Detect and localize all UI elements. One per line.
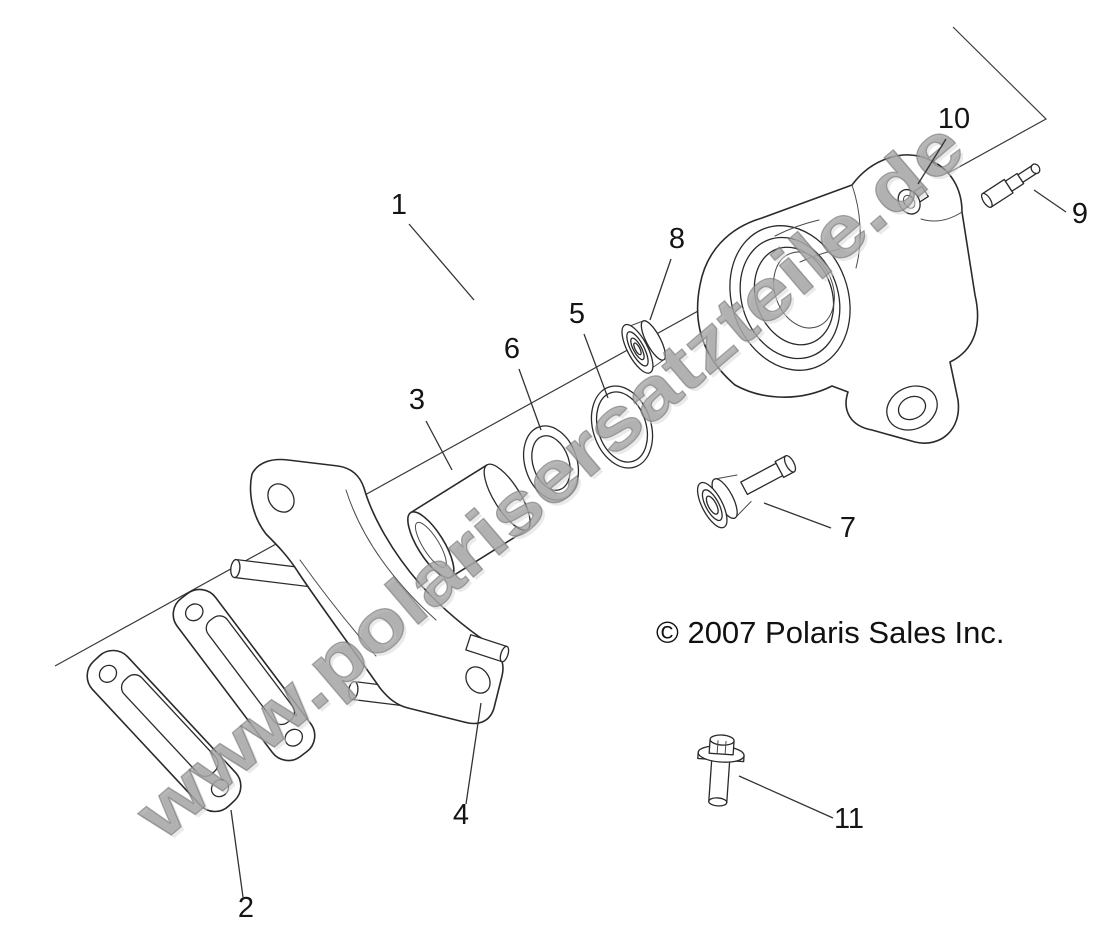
leader-line-2 xyxy=(230,809,244,898)
callout-label-1: 1 xyxy=(391,189,407,221)
leader-line-6 xyxy=(518,368,542,431)
leader-line-4 xyxy=(465,702,482,805)
o-ring-drawing xyxy=(590,385,654,469)
leader-line-8 xyxy=(649,258,672,321)
leader-line-9 xyxy=(1033,189,1067,213)
leader-line-5 xyxy=(583,333,609,399)
leader-line-3 xyxy=(425,420,453,471)
guide-pin-boot-drawing xyxy=(696,455,797,529)
callout-label-8: 8 xyxy=(669,223,685,255)
leader-lines xyxy=(230,138,1067,898)
leader-line-11 xyxy=(738,775,834,819)
callout-label-11: 11 xyxy=(834,803,864,835)
pin-boot-drawing xyxy=(621,320,667,374)
leader-line-10 xyxy=(917,138,947,185)
brake-pad-rear-drawing xyxy=(172,588,316,762)
bleeder-cap-drawing xyxy=(897,185,929,215)
callout-label-5: 5 xyxy=(569,298,585,330)
mounting-bracket-drawing xyxy=(249,458,504,725)
callout-label-3: 3 xyxy=(409,384,425,416)
watermark-label: www.polarisersatzteile.de xyxy=(120,105,979,855)
brake-pad-front-drawing xyxy=(86,649,242,813)
callout-label-2: 2 xyxy=(238,892,254,924)
callout-label-10: 10 xyxy=(938,103,970,135)
copyright-text: © 2007 Polaris Sales Inc. xyxy=(656,615,1005,650)
callout-label-7: 7 xyxy=(840,512,856,544)
piston-drawing xyxy=(407,463,531,579)
leader-line-7 xyxy=(763,502,832,529)
leader-line-1 xyxy=(408,223,475,301)
bleeder-screw-drawing xyxy=(980,163,1041,208)
callout-label-6: 6 xyxy=(504,333,520,365)
piston-seal-drawing xyxy=(522,425,580,501)
watermark-text: www.polarisersatzteile.de www.polarisers… xyxy=(119,105,982,859)
flange-bolt-drawing xyxy=(697,734,745,807)
caliper-body-drawing xyxy=(696,154,979,444)
bracket-stub-pin-drawing xyxy=(465,634,510,663)
callout-labels: 1 2 3 4 5 6 7 8 9 10 11 xyxy=(238,103,1088,924)
assembly-axis-line xyxy=(54,26,1047,667)
callout-label-4: 4 xyxy=(453,799,469,831)
callout-label-9: 9 xyxy=(1072,198,1088,230)
